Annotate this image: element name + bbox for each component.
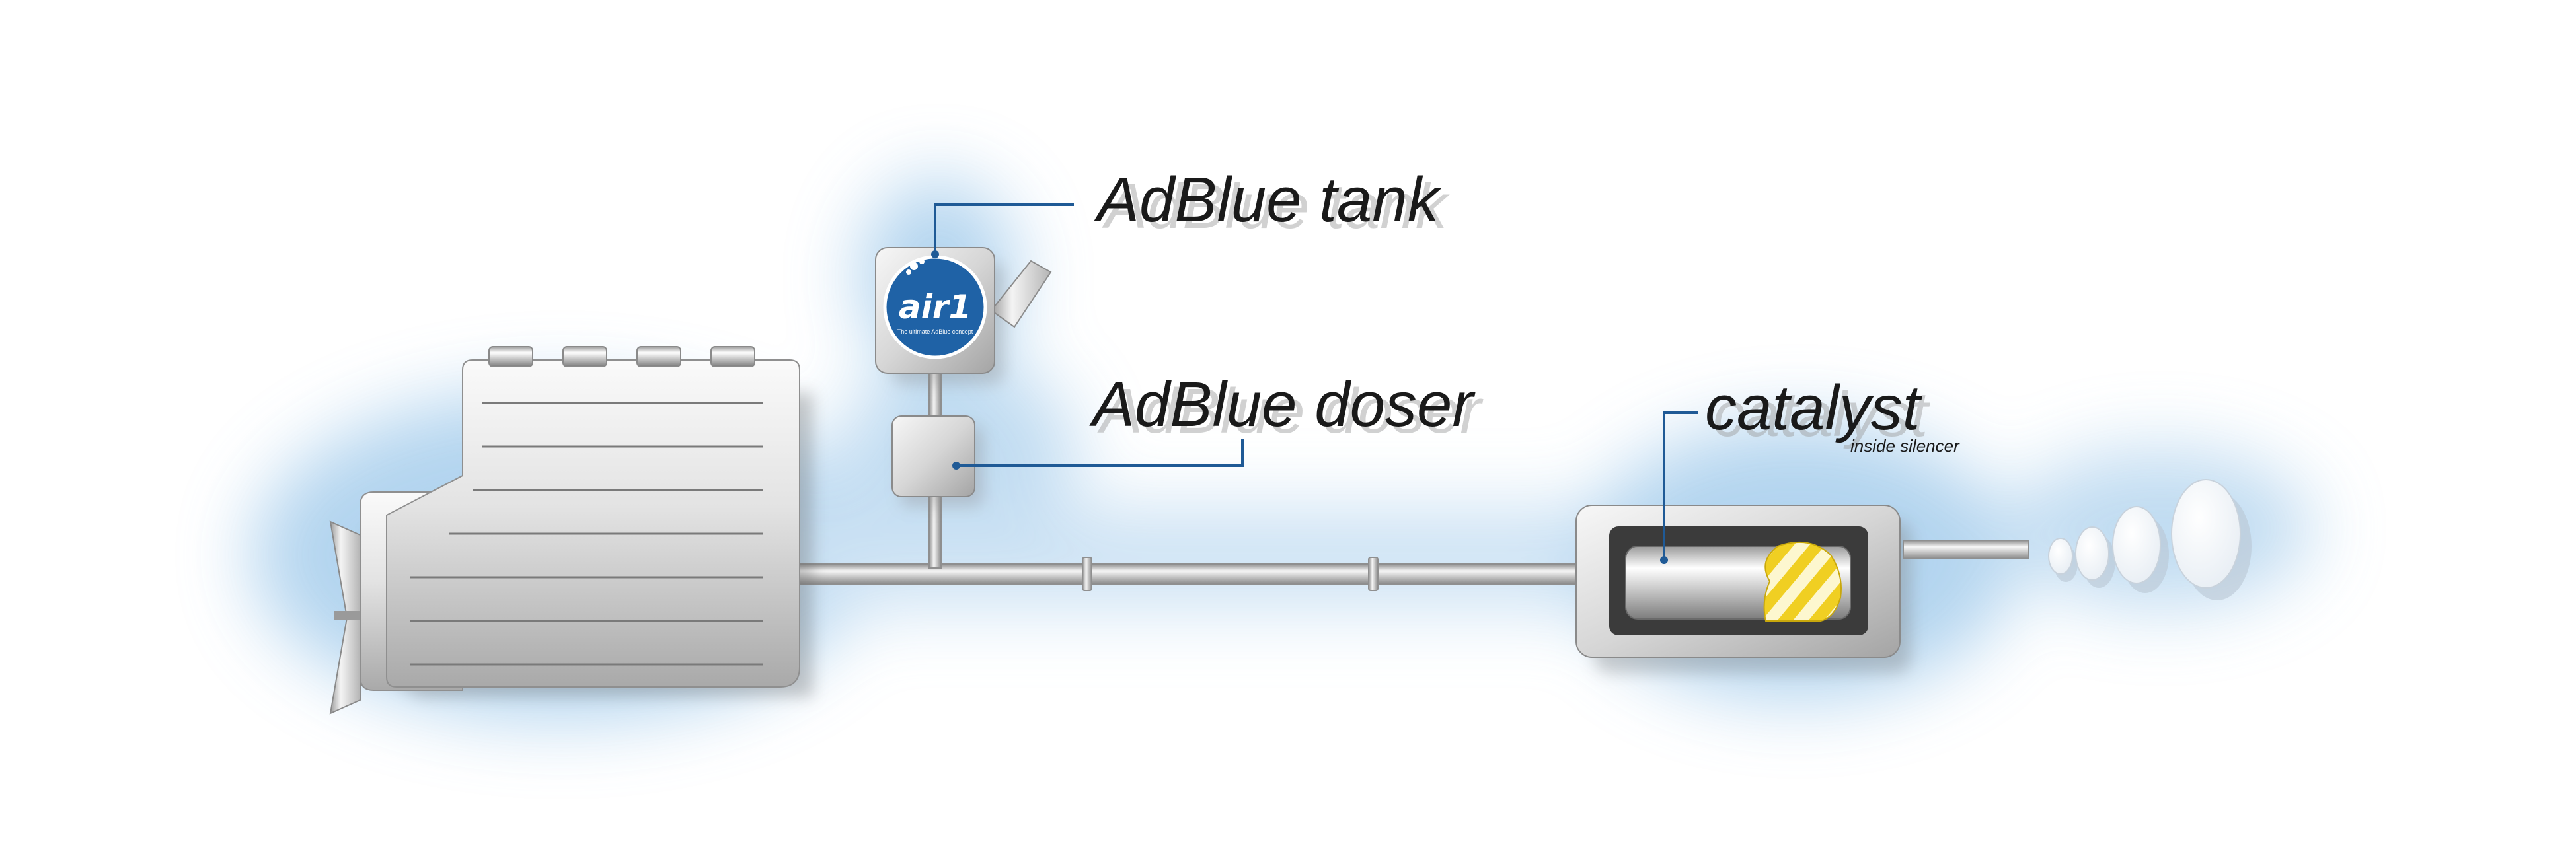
engine-ribs — [410, 402, 763, 666]
logo-brand: air1 — [899, 288, 971, 326]
engine-cylinder-caps — [488, 346, 755, 367]
logo-tagline: The ultimate AdBlue concept — [897, 328, 973, 335]
catalyst-label-shadow: catalyst — [1713, 379, 1930, 450]
tank-label: AdBlue tank — [1094, 164, 1443, 235]
adblue-doser — [891, 415, 983, 507]
doser-leader-line — [956, 439, 1244, 467]
pipe-clamp — [1082, 557, 1092, 591]
exhaust-puffs — [2048, 479, 2252, 600]
doser-label: AdBlue doser — [1089, 369, 1476, 440]
engine — [329, 346, 813, 715]
doser-label-shadow: AdBlue doser — [1097, 376, 1484, 447]
pipe-clamp — [1368, 557, 1379, 591]
engine-fan — [329, 520, 361, 715]
tank-label-shadow: AdBlue tank — [1102, 171, 1451, 242]
tailpipe — [1903, 540, 2029, 559]
labels: AdBlue tank AdBlue tank AdBlue doser AdB… — [1089, 164, 1960, 456]
catalyst-core — [1625, 541, 1851, 622]
tank-leader-line — [934, 203, 1074, 254]
adblue-tank: air1 The ultimate AdBlue concept — [875, 247, 1052, 384]
catalyst-sublabel: inside silencer — [1850, 436, 1960, 456]
catalyst-label: catalyst — [1705, 373, 1922, 443]
air1-logo: air1 The ultimate AdBlue concept — [883, 255, 987, 359]
silencer — [1575, 505, 2029, 673]
tank-filler-neck — [990, 260, 1052, 328]
catalyst-leader-line — [1663, 411, 1698, 560]
leader-lines — [931, 203, 1698, 564]
catalyst-substrate — [1763, 541, 1842, 622]
